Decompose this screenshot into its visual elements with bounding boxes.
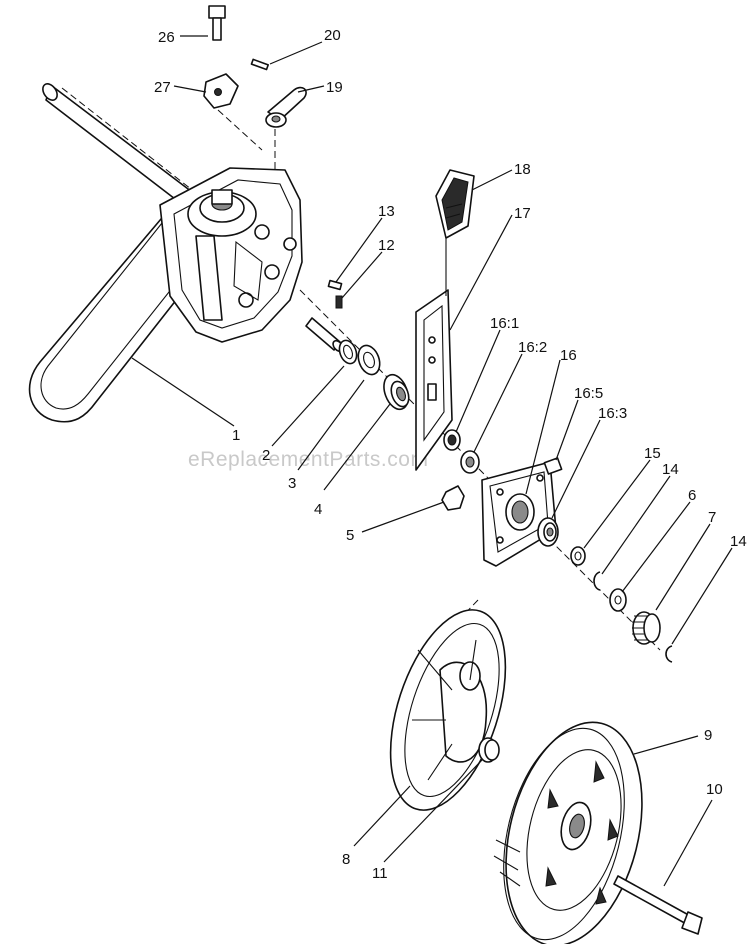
part-11-bushing [478,737,500,763]
part-10-bolt [613,875,703,935]
callout-15: 15 [644,445,661,462]
part-6-washer [609,588,627,612]
transmission-shaft [42,83,201,213]
part-16-1-bushing [443,429,461,451]
part-15-washer [570,546,586,566]
callout-13: 13 [378,203,395,220]
part-8-wheel-cover [389,609,507,811]
callout-8: 8 [342,851,350,868]
callout-19: 19 [326,79,343,96]
callout-16-3: 16:3 [598,405,627,422]
part-12-spring-pin [335,295,343,309]
part-7-gear [632,611,661,645]
callout-27: 27 [154,79,171,96]
part-5-nut [441,485,465,511]
watermark: eReplacementParts.com [188,448,428,471]
callout-16-1: 16:1 [490,315,519,332]
callout-20: 20 [324,27,341,44]
callout-2: 2 [262,447,270,464]
part-16-wheel-plate [481,461,557,567]
callout-16: 16 [560,347,577,364]
callout-18: 18 [514,161,531,178]
callout-5: 5 [346,527,354,544]
callout-16-5: 16:5 [574,385,603,402]
callout-9: 9 [704,727,712,744]
part-16-5-stud [543,457,563,475]
callout-labels: 26 20 27 19 18 17 13 12 16:1 16:2 16 16:… [154,27,747,882]
callout-14-upper: 14 [662,461,679,478]
part-9-wheel [493,721,643,944]
callout-12: 12 [378,237,395,254]
part-16-2-bushing [460,450,480,474]
callout-14-lower: 14 [730,533,747,550]
callout-11: 11 [372,865,388,882]
callout-17: 17 [514,205,531,222]
part-19-lever [265,86,307,128]
part-14-clip-lower [665,645,673,663]
callout-4: 4 [314,501,322,518]
callout-10: 10 [706,781,723,798]
part-20-pin [250,58,270,71]
drive-belt [28,205,207,423]
part-26-bolt [208,5,226,41]
part-16-3-bearing [537,517,559,547]
part-2-snap-ring [338,339,358,365]
callout-6: 6 [688,487,696,504]
part-18-grip [435,169,475,239]
part-3-washer [357,344,381,376]
callout-16-2: 16:2 [518,339,547,356]
callout-3: 3 [288,475,296,492]
leader-lines [131,35,733,887]
callout-1: 1 [232,427,240,444]
part-13-key [327,279,343,291]
part-4-bushing [383,373,410,411]
callout-7: 7 [708,509,716,526]
part-17-bracket [415,200,453,471]
transmission-housing [159,167,303,343]
part-27-bracket [203,73,239,109]
part-14-clip-upper [593,571,601,591]
callout-26: 26 [158,29,175,46]
